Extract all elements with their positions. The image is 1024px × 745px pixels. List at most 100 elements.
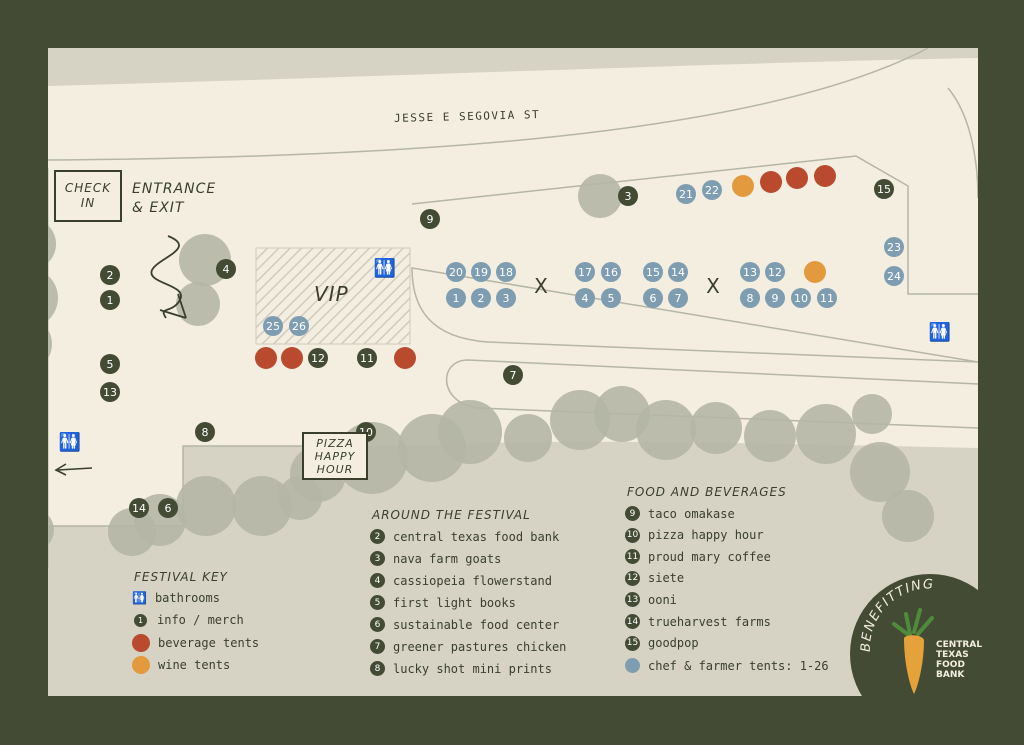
around-title: AROUND THE FESTIVAL [372, 508, 531, 522]
chef-tent-marker-shape [791, 288, 811, 308]
list-item-label: sustainable food center [393, 617, 560, 632]
chef-tent-marker-label: 20 [449, 266, 463, 279]
beverage-tent-marker-shape [786, 167, 808, 189]
location-marker-shape [308, 348, 328, 368]
marker-number: 5 [370, 595, 385, 610]
chef-tent-marker: 26 [289, 316, 309, 336]
location-marker-label: 13 [103, 386, 117, 399]
chef-tent-marker-label: 16 [604, 266, 618, 279]
bathroom-icon: 🚻 [59, 431, 81, 453]
tree-icon [48, 329, 52, 359]
chef-tent-marker-label: 10 [794, 292, 808, 305]
x-mark: X [706, 274, 720, 298]
chef-tent-marker-shape [765, 288, 785, 308]
chef-tent-marker-label: 17 [578, 266, 592, 279]
chef-tent-marker-shape [765, 262, 785, 282]
entrance-arrow-icon [150, 235, 187, 319]
chef-tent-marker-shape [575, 262, 595, 282]
bathroom-icon: 🚻 [374, 257, 396, 279]
marker-number: 10 [625, 527, 640, 543]
location-marker-shape [195, 422, 215, 442]
check-in-box: CHECK IN [54, 170, 122, 222]
chef-tent-marker: 5 [601, 288, 621, 308]
chef-tent-marker: 3 [496, 288, 516, 308]
list-item-label: nava farm goats [393, 551, 502, 566]
chef-tent-marker: 22 [702, 180, 722, 200]
chef-tent-marker-shape [884, 237, 904, 257]
chef-tent-marker-shape [289, 316, 309, 336]
location-marker: 15 [874, 179, 894, 199]
food-chef-label: chef & farmer tents: 1-26 [648, 658, 829, 673]
location-marker-label: 12 [311, 352, 325, 365]
list-item-label: pizza happy hour [648, 528, 764, 543]
location-marker-shape [874, 179, 894, 199]
location-marker-shape [100, 290, 120, 310]
location-marker-shape [158, 498, 178, 518]
location-marker: 2 [100, 265, 120, 285]
location-marker-label: 7 [510, 369, 517, 382]
location-marker-label: 6 [165, 502, 172, 515]
chef-tent-marker-label: 24 [887, 270, 901, 283]
list-item-label: trueharvest farms [648, 614, 771, 629]
beverage-tent-marker-shape [760, 171, 782, 193]
chef-tent-marker-shape [601, 262, 621, 282]
chef-tent-marker: 9 [765, 288, 785, 308]
list-item: 14 trueharvest farms [625, 614, 771, 629]
location-marker: 9 [420, 209, 440, 229]
chef-tent-marker: 13 [740, 262, 760, 282]
tree-icon [48, 514, 54, 546]
key-row-wine: wine tents [132, 656, 230, 674]
marker-number: 13 [625, 592, 640, 608]
beverage-tent-marker [814, 165, 836, 187]
beverage-tent-marker [255, 347, 277, 369]
chef-tent-marker-shape [446, 262, 466, 282]
location-marker-shape [100, 354, 120, 374]
marker-number: 14 [625, 614, 640, 629]
chef-tent-marker: 8 [740, 288, 760, 308]
location-marker-shape [216, 259, 236, 279]
chef-tent-marker-label: 2 [478, 292, 485, 305]
chef-tent-marker: 4 [575, 288, 595, 308]
list-item-label: proud mary coffee [648, 549, 771, 564]
marker-number: 6 [370, 617, 385, 632]
location-marker: 3 [618, 186, 638, 206]
chef-tent-marker-label: 13 [743, 266, 757, 279]
key-row-info: 1 info / merch [134, 613, 244, 627]
tree-icon [690, 402, 742, 454]
food-row-chef: chef & farmer tents: 1-26 [625, 658, 829, 673]
location-marker: 4 [216, 259, 236, 279]
location-marker: 6 [158, 498, 178, 518]
chef-tent-marker-shape [496, 288, 516, 308]
chef-tent-marker-label: 11 [820, 292, 834, 305]
location-marker: 5 [100, 354, 120, 374]
chef-tent-marker: 11 [817, 288, 837, 308]
chef-tent-marker-shape [668, 288, 688, 308]
location-marker-label: 4 [223, 263, 230, 276]
info-marker-icon: 1 [134, 613, 147, 627]
list-item: 6 sustainable food center [370, 617, 559, 632]
location-marker: 1 [100, 290, 120, 310]
chef-tent-marker: 18 [496, 262, 516, 282]
road-edge-right [947, 87, 978, 199]
location-marker-shape [357, 348, 377, 368]
chef-tent-marker-label: 19 [474, 266, 488, 279]
chef-tent-marker-shape [496, 262, 516, 282]
map-illustration: 1234567891011121314152019181231716451514… [48, 48, 978, 696]
tree-icon [550, 390, 610, 450]
chef-tent-marker-label: 25 [266, 320, 280, 333]
chef-tent-marker: 23 [884, 237, 904, 257]
tree-icon [438, 400, 502, 464]
marker-number: 15 [625, 635, 640, 651]
beverage-tent-marker-shape [394, 347, 416, 369]
festival-map: 1234567891011121314152019181231716451514… [48, 48, 978, 696]
chef-tent-marker-label: 21 [679, 188, 693, 201]
chef-tent-marker-label: 8 [747, 292, 754, 305]
badge-org-line: TEXAS [936, 650, 969, 660]
chef-tent-marker-label: 4 [582, 292, 589, 305]
carrot-icon [892, 608, 934, 694]
beverage-tent-marker [786, 167, 808, 189]
